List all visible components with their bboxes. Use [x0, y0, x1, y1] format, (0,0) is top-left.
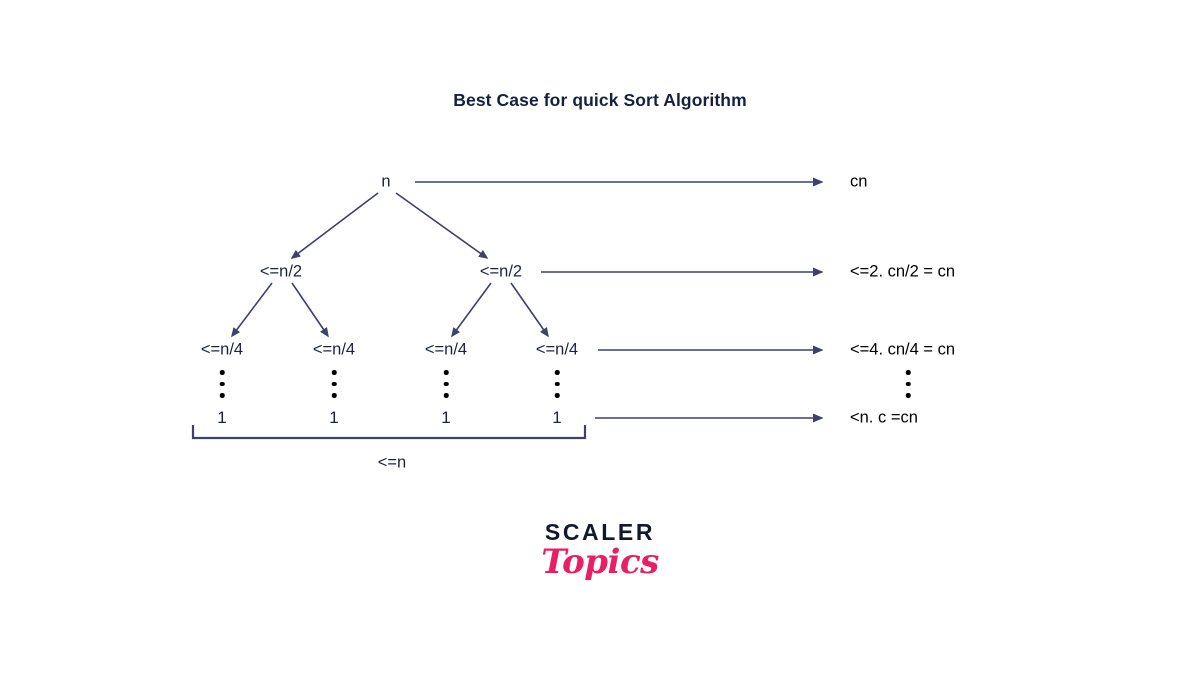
ellipsis-dot: [331, 393, 337, 398]
scaler-topics-logo: SCALER Topics: [0, 519, 1200, 582]
edge-l1a-right: [291, 282, 329, 338]
tree-node-level-0-0: n: [381, 172, 391, 191]
ellipsis-dot: [443, 381, 449, 386]
edge-l1b-left: [451, 282, 492, 338]
ellipsis-dot: [443, 393, 449, 398]
edge-l1b-right: [510, 282, 549, 338]
ellipsis-dot: [905, 393, 911, 398]
tree-node-level-leaves-3: 1: [552, 408, 562, 427]
tree-node-level-leaves-0: 1: [217, 408, 227, 427]
vertical-ellipsis-icon-4: [905, 370, 911, 398]
ellipsis-dot: [219, 381, 225, 386]
leaf-bracket: [191, 425, 587, 440]
ellipsis-dot: [554, 393, 560, 398]
cost-label-3: <n. c =cn: [850, 408, 918, 427]
ellipsis-dot: [443, 370, 449, 375]
tree-node-level-2-3: <=n/4: [535, 340, 579, 359]
ellipsis-dot: [331, 370, 337, 375]
logo-secondary-text: Topics: [541, 542, 659, 582]
cost-label-0: cn: [850, 172, 868, 191]
vertical-ellipsis-icon-0: [219, 370, 225, 398]
tree-node-level-leaves-2: 1: [441, 408, 451, 427]
ellipsis-dot: [554, 370, 560, 375]
vertical-ellipsis-icon-3: [554, 370, 560, 398]
vertical-ellipsis-icon-2: [443, 370, 449, 398]
tree-node-level-1-0: <=n/2: [259, 262, 303, 281]
ellipsis-dot: [905, 381, 911, 386]
tree-node-level-leaves-1: 1: [329, 408, 339, 427]
tree-node-level-2-0: <=n/4: [200, 340, 244, 359]
page-title: Best Case for quick Sort Algorithm: [453, 90, 747, 110]
ellipsis-dot: [219, 370, 225, 375]
edge-root-right: [395, 192, 489, 259]
ellipsis-dot: [219, 393, 225, 398]
bracket-total-label: <=n: [377, 453, 407, 472]
cost-label-1: <=2. cn/2 = cn: [850, 262, 956, 281]
bracket-path: [191, 425, 587, 440]
ellipsis-dot: [905, 370, 911, 375]
tree-node-level-2-2: <=n/4: [424, 340, 468, 359]
tree-node-level-1-1: <=n/2: [479, 262, 523, 281]
edge-l1a-left: [231, 282, 273, 338]
cost-label-2: <=4. cn/4 = cn: [850, 340, 956, 359]
logo-primary-text: SCALER: [544, 519, 656, 545]
vertical-ellipsis-icon-1: [331, 370, 337, 398]
cost-arrow-group: [415, 177, 824, 423]
ellipsis-dot: [554, 381, 560, 386]
edge-root-left: [290, 192, 379, 259]
ellipsis-dot: [331, 381, 337, 386]
tree-edge-group: [231, 192, 549, 338]
tree-node-level-2-1: <=n/4: [312, 340, 356, 359]
